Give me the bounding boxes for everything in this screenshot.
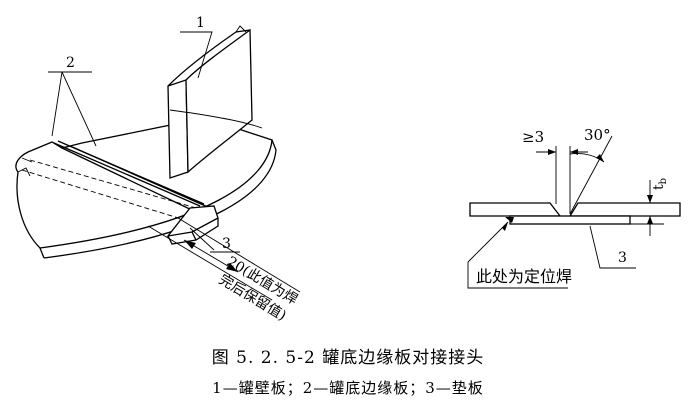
leader-lines bbox=[48, 31, 240, 253]
shell-plate bbox=[167, 25, 263, 179]
backing-strip-section bbox=[509, 215, 631, 225]
tack-weld-mark bbox=[505, 217, 514, 223]
thickness-t: t bbox=[651, 184, 667, 190]
backing-strip bbox=[21, 159, 219, 245]
figure-caption-title: 图 5. 2. 5-2 罐底边缘板对接接头 bbox=[211, 348, 485, 368]
section-label-3: 3 bbox=[618, 250, 627, 266]
butt-joint-seam bbox=[53, 140, 211, 213]
label-3: 3 bbox=[222, 236, 231, 252]
tack-weld-label: 此处为定位焊 bbox=[476, 267, 572, 286]
label-2: 2 bbox=[66, 55, 75, 71]
dimension-20 bbox=[147, 217, 301, 301]
section-view: ≥3 30° tb 3 此处为定位焊 bbox=[467, 126, 681, 289]
figure-caption-legend: 1—罐壁板；2—罐底边缘板；3—垫板 bbox=[212, 379, 484, 397]
isometric-view: 1 2 3 20(此值为焊 完后保留值) bbox=[15, 15, 301, 324]
left-plate-section bbox=[469, 202, 562, 217]
thickness-label: tb bbox=[651, 178, 669, 190]
label-1: 1 bbox=[196, 15, 205, 31]
thickness-sub: b bbox=[658, 178, 669, 184]
angle-label: 30° bbox=[584, 126, 611, 144]
right-plate-section bbox=[568, 202, 681, 217]
gap-label: ≥3 bbox=[522, 128, 544, 146]
